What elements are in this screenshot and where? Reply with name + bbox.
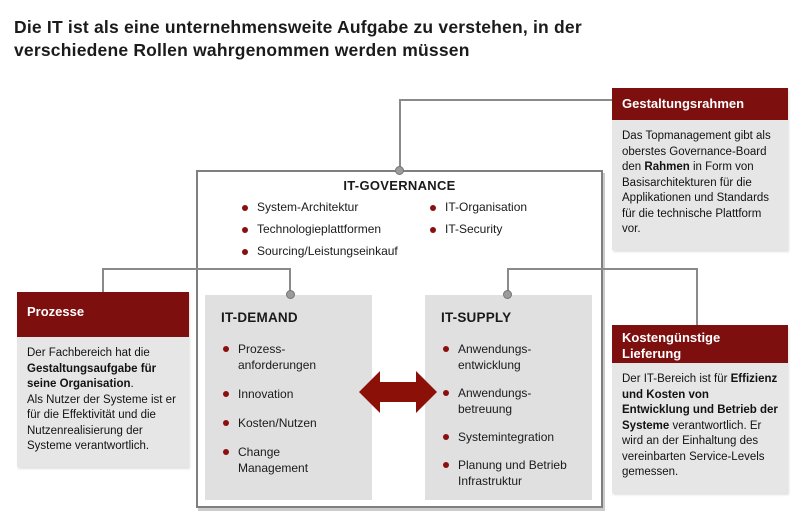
- connector-dot-governance: [395, 166, 404, 175]
- demand-item: Prozess-anforderungen: [221, 341, 333, 373]
- connector-line-supply-v: [507, 268, 509, 294]
- body-text: Das Topmanagement gibt als oberstes Gove…: [622, 130, 771, 173]
- supply-item: Anwendungs-betreuung: [441, 385, 567, 417]
- connector-line-prozesse-v: [102, 268, 104, 293]
- connector-line-left-h: [102, 268, 291, 270]
- governance-list-left: System-Architektur Technologieplattforme…: [240, 200, 430, 266]
- callout-prozesse-header: Prozesse: [17, 292, 189, 337]
- page-title-line1: Die IT ist als eine unternehmensweite Au…: [14, 17, 582, 37]
- connector-line-right-h: [507, 268, 698, 270]
- body-text-bold: Effizienz und Kosten von Entwicklung und…: [622, 373, 778, 432]
- connector-line-lieferung-v: [696, 268, 698, 325]
- body-text: Der Fachbereich hat die: [27, 347, 150, 359]
- governance-item: IT-Security: [428, 222, 578, 237]
- body-text: in Form von Basisarchitekturen für die A…: [622, 161, 770, 235]
- governance-item: Technologieplattformen: [240, 222, 430, 237]
- supply-item: Planung und Betrieb Infrastruktur: [441, 457, 567, 489]
- callout-lieferung-body: Der IT-Bereich ist für Effizienz und Kos…: [612, 363, 788, 493]
- demand-item: Kosten/Nutzen: [221, 415, 333, 431]
- callout-gestaltungsrahmen-header: Gestaltungsrahmen: [612, 88, 788, 120]
- supply-box: IT-SUPPLY Anwendungs-entwicklung Anwendu…: [425, 295, 592, 500]
- governance-title: IT-GOVERNANCE: [343, 178, 456, 193]
- page-title: Die IT ist als eine unternehmensweite Au…: [14, 16, 774, 62]
- supply-title: IT-SUPPLY: [441, 310, 512, 325]
- supply-item: Anwendungs-entwicklung: [441, 341, 567, 373]
- governance-list-right: IT-Organisation IT-Security: [428, 200, 578, 244]
- demand-item: Innovation: [221, 386, 333, 402]
- connector-line-gestaltungsrahmen-v: [399, 99, 401, 170]
- connector-line-gestaltungsrahmen-h: [399, 99, 612, 101]
- supply-item: Systemintegration: [441, 429, 567, 445]
- demand-list: Prozess-anforderungen Innovation Kosten/…: [221, 341, 333, 489]
- connector-line-demand-v: [289, 268, 291, 294]
- callout-prozesse: Prozesse Der Fachbereich hat die Gestalt…: [17, 292, 189, 467]
- demand-title: IT-DEMAND: [221, 310, 298, 325]
- callout-gestaltungsrahmen: Gestaltungsrahmen Das Topmanagement gibt…: [612, 88, 788, 250]
- body-text-bold: Gestaltungsaufgabe für seine Organisatio…: [27, 362, 157, 391]
- connector-dot-demand: [286, 290, 295, 299]
- body-text: .: [130, 378, 134, 390]
- governance-item: IT-Organisation: [428, 200, 578, 215]
- supply-list: Anwendungs-entwicklung Anwendungs-betreu…: [441, 341, 567, 501]
- callout-lieferung-header: Kostengünstige Lieferung: [612, 325, 788, 363]
- connector-dot-supply: [503, 290, 512, 299]
- governance-item: Sourcing/Leistungseinkauf: [240, 244, 430, 259]
- body-text: Der IT-Bereich ist für: [622, 373, 731, 385]
- page-title-line2: verschiedene Rollen wahrgenommen werden …: [14, 40, 470, 60]
- demand-box: IT-DEMAND Prozess-anforderungen Innovati…: [205, 295, 372, 500]
- body-text: Als Nutzer der Systeme ist er für die Ef…: [27, 393, 176, 453]
- callout-gestaltungsrahmen-body: Das Topmanagement gibt als oberstes Gove…: [612, 120, 788, 250]
- callout-prozesse-body: Der Fachbereich hat die Gestaltungsaufga…: [17, 337, 189, 467]
- callout-lieferung: Kostengünstige Lieferung Der IT-Bereich …: [612, 325, 788, 493]
- body-text: verantwortlich. Er wird an der Einhaltun…: [622, 419, 765, 479]
- double-arrow-icon: [359, 371, 437, 413]
- body-text-bold: Rahmen: [644, 161, 690, 173]
- governance-item: System-Architektur: [240, 200, 430, 215]
- demand-item: Change Management: [221, 444, 333, 476]
